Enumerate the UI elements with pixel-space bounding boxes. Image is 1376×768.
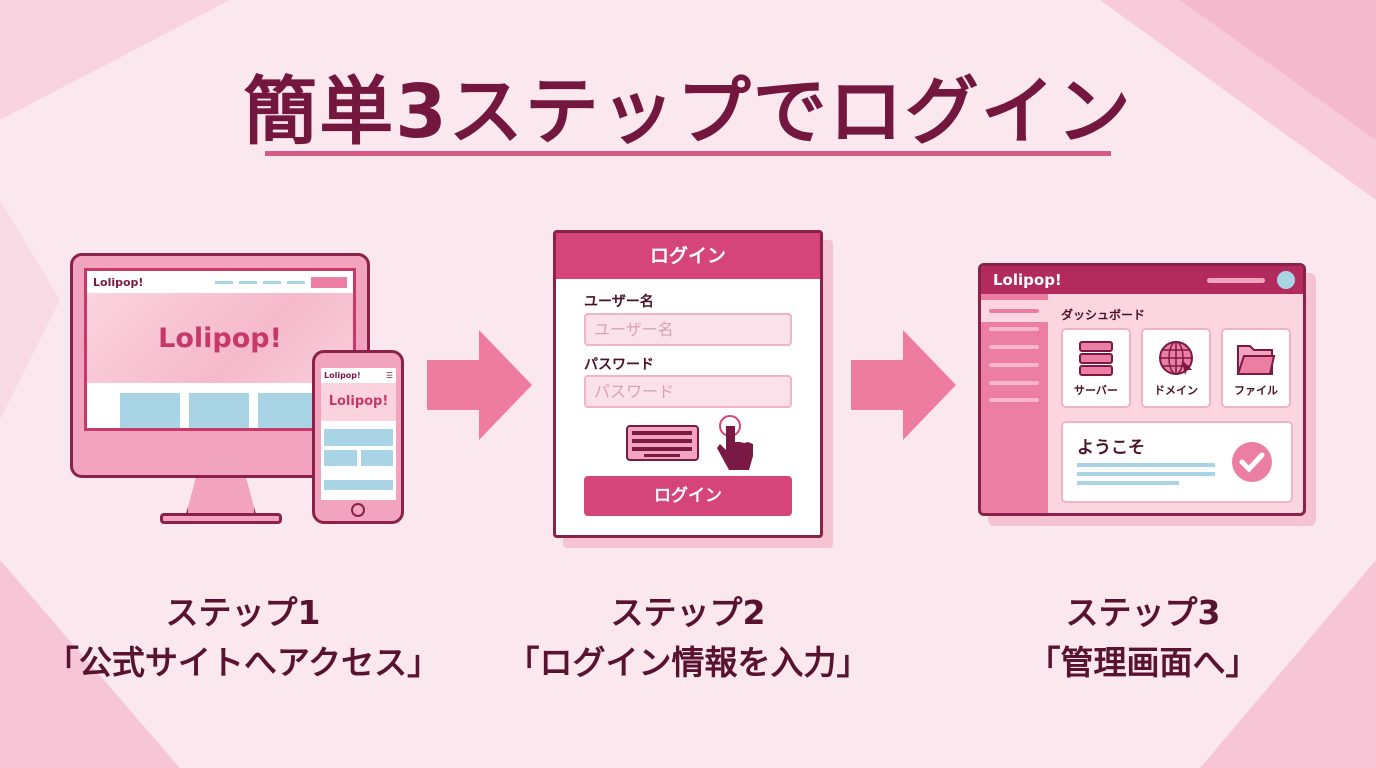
monitor-base — [160, 513, 282, 524]
arrow-right-icon — [851, 330, 956, 440]
menu-icon[interactable]: ☰ — [385, 371, 393, 380]
password-input[interactable]: パスワード — [584, 375, 792, 408]
phone-screen: Lolipop! ☰ Lolipop! — [321, 368, 396, 500]
arrow-right-icon — [427, 330, 532, 440]
dashboard-title: ダッシュボード — [1061, 308, 1146, 322]
step3-label: ステップ3 「管理画面へ」 — [1027, 593, 1259, 682]
sidebar — [981, 294, 1048, 513]
phone-hero: Lolipop! — [321, 383, 396, 421]
welcome-text: ようこそ — [1077, 438, 1145, 458]
welcome-panel: ようこそ — [1061, 421, 1293, 503]
avatar[interactable] — [1277, 271, 1295, 289]
password-label: パスワード — [584, 357, 654, 373]
site-logo: Lolipop! — [93, 275, 144, 289]
monitor-stand — [185, 478, 257, 518]
username-input[interactable]: ユーザー名 — [584, 313, 792, 346]
hand-pointer-icon — [717, 415, 753, 470]
dashboard-logo: Lolipop! — [993, 271, 1062, 289]
tile-file[interactable]: ファイル — [1221, 328, 1291, 408]
login-header: ログイン — [556, 233, 820, 279]
username-label: ユーザー名 — [584, 294, 654, 310]
step1-label: ステップ1 「公式サイトへアクセス」 — [45, 593, 441, 682]
page-title: 簡単3ステップでログイン — [243, 69, 1133, 155]
tile-domain[interactable]: ドメイン — [1141, 328, 1211, 408]
website-screen: Lolipop! Lolipop! — [84, 268, 356, 431]
globe-icon — [1159, 341, 1193, 375]
home-button — [351, 503, 365, 517]
phone-logo: Lolipop! — [324, 371, 361, 380]
server-icon — [1079, 341, 1113, 376]
folder-icon — [1236, 345, 1276, 375]
tile-server[interactable]: サーバー — [1061, 328, 1131, 408]
title-underline — [265, 151, 1111, 156]
step2-label: ステップ2 「ログイン情報を入力」 — [506, 593, 870, 682]
dashboard-window: Lolipop! ダッシュボード サーバー ドメイン ファイル ようこそ — [978, 263, 1306, 516]
keyboard-icon — [626, 425, 699, 461]
login-button[interactable]: ログイン — [584, 476, 792, 516]
check-circle-icon — [1232, 442, 1272, 482]
hero-logo: Lolipop! — [158, 322, 282, 354]
site-nav — [215, 276, 347, 288]
